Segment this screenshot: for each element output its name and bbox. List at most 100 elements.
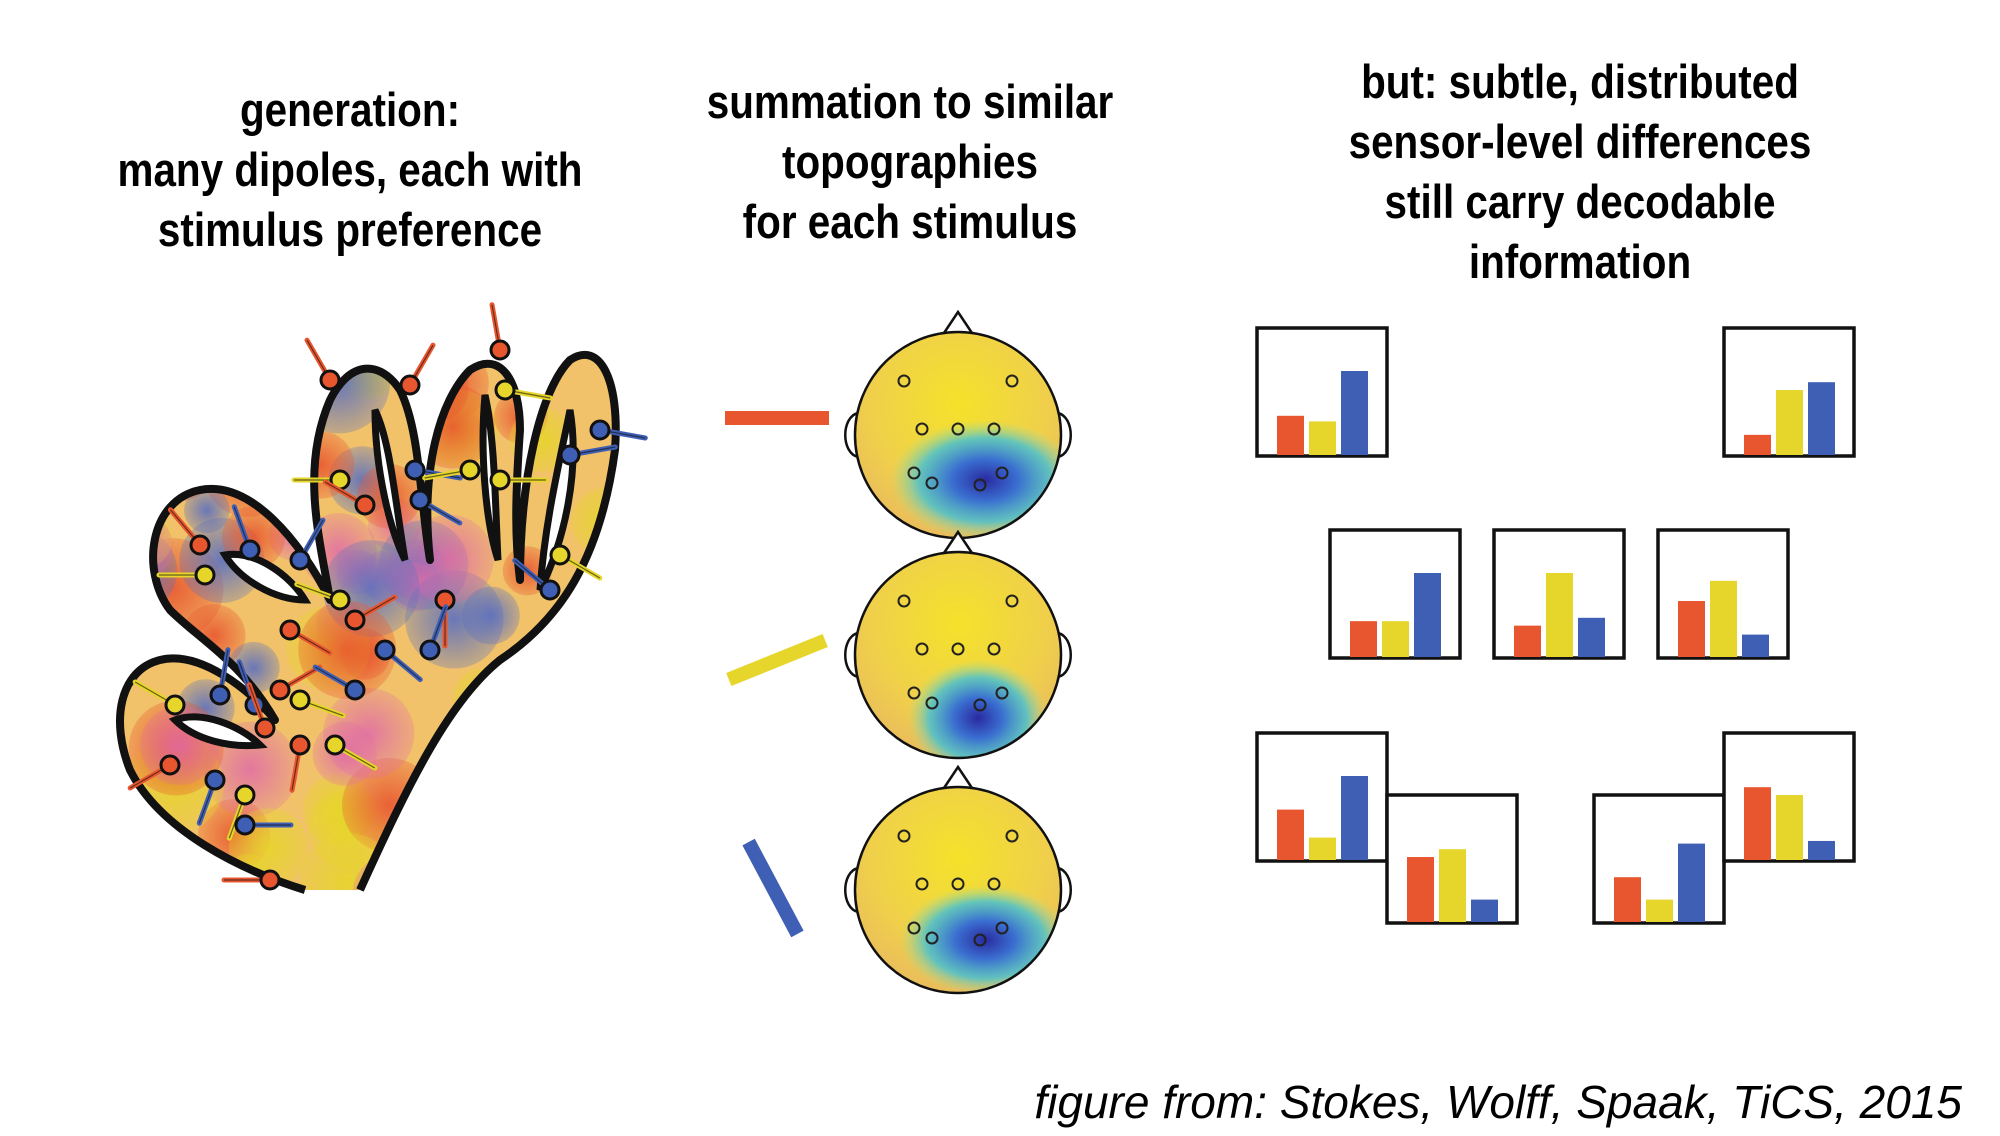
bar-red bbox=[1678, 601, 1705, 657]
bar-red bbox=[1514, 625, 1541, 657]
citation: figure from: Stokes, Wolff, Spaak, TiCS,… bbox=[1034, 1076, 1962, 1128]
bar-red bbox=[1744, 787, 1771, 860]
sensor-marker bbox=[915, 877, 929, 891]
cortex-blob bbox=[298, 600, 397, 699]
dipole-blue bbox=[512, 557, 561, 601]
nose-icon bbox=[940, 764, 976, 792]
heading-line: many dipoles, each with bbox=[117, 143, 583, 196]
sensor-marker bbox=[897, 829, 911, 843]
dipole-red bbox=[269, 664, 323, 701]
sensor-marker bbox=[915, 422, 929, 436]
bar-blue bbox=[1808, 840, 1835, 860]
bar-yellow bbox=[1309, 421, 1336, 455]
sensor-marker bbox=[925, 696, 939, 710]
dipole-yellow bbox=[156, 564, 216, 586]
bar-yellow bbox=[1546, 573, 1573, 657]
sensor-bar-chart bbox=[1592, 793, 1726, 925]
sensor-marker bbox=[973, 478, 987, 492]
sensor-bar-chart bbox=[1255, 326, 1389, 458]
sensor-marker bbox=[907, 686, 921, 700]
dipole-blue bbox=[374, 639, 423, 683]
bar-blue bbox=[1742, 634, 1769, 657]
sensor-marker bbox=[987, 877, 1001, 891]
bar-red bbox=[1350, 621, 1377, 657]
sensor-bar-chart bbox=[1255, 731, 1389, 863]
bar-yellow bbox=[1776, 795, 1803, 860]
bar-blue bbox=[1471, 899, 1498, 922]
heading-line: still carry decodable bbox=[1384, 175, 1776, 228]
cortex-sulcus bbox=[371, 408, 409, 562]
heading-line: but: subtle, distributed bbox=[1361, 55, 1799, 108]
dipole-blue bbox=[559, 444, 618, 466]
dipole-red bbox=[221, 869, 281, 891]
bar-red bbox=[1744, 434, 1771, 455]
sensor-bar-chart bbox=[1385, 793, 1519, 925]
dipole-red bbox=[246, 682, 276, 739]
cortex-blob bbox=[120, 383, 166, 470]
bar-red bbox=[1407, 857, 1434, 922]
cortex-blob bbox=[550, 633, 600, 683]
sensor-marker bbox=[995, 921, 1009, 935]
dipole-blue bbox=[289, 517, 326, 571]
sensor-marker bbox=[995, 466, 1009, 480]
heading-line: topographies bbox=[781, 135, 1039, 188]
heading-line: summation to similar bbox=[706, 75, 1114, 128]
bar-yellow bbox=[1439, 849, 1466, 922]
sensor-marker bbox=[951, 422, 965, 436]
sensor-marker bbox=[915, 642, 929, 656]
cortex-blob bbox=[537, 837, 605, 890]
cortex-blob bbox=[578, 649, 616, 714]
cortex-blob bbox=[585, 605, 616, 652]
dipole-yellow bbox=[422, 459, 481, 481]
dipole-red bbox=[489, 302, 511, 361]
sensor-marker bbox=[907, 466, 921, 480]
dipole-red bbox=[344, 594, 398, 631]
cortex-sulcus bbox=[168, 713, 268, 750]
heading-line: generation: bbox=[239, 83, 461, 136]
dipole-blue bbox=[234, 814, 294, 836]
heading-line: sensor-level differences bbox=[1348, 115, 1812, 168]
dipole-blue bbox=[409, 489, 463, 526]
dipole-blue bbox=[196, 769, 226, 826]
sensor-marker bbox=[973, 933, 987, 947]
bar-red bbox=[1614, 877, 1641, 922]
heading-generation: generation: many dipoles, each with stim… bbox=[83, 80, 616, 260]
sensor-marker bbox=[973, 698, 987, 712]
sensor-bar-chart bbox=[1656, 528, 1790, 660]
scalp-topography bbox=[844, 309, 1072, 540]
cortex-blob bbox=[163, 856, 234, 890]
sensor-marker bbox=[897, 374, 911, 388]
cortex-blob bbox=[547, 777, 616, 867]
bar-yellow bbox=[1776, 390, 1803, 455]
dipole-yellow bbox=[324, 734, 378, 771]
sensor-marker bbox=[1005, 829, 1019, 843]
heading-line: information bbox=[1468, 235, 1692, 288]
sensor-bar-chart bbox=[1328, 528, 1462, 660]
dipole-yellow bbox=[549, 544, 603, 581]
bar-blue bbox=[1678, 843, 1705, 922]
dipole-red bbox=[289, 734, 311, 793]
cortex-blob bbox=[184, 487, 230, 534]
sensor-marker bbox=[951, 877, 965, 891]
sensor-marker bbox=[1005, 374, 1019, 388]
bar-red bbox=[1277, 809, 1304, 860]
stimulus-bar-blue bbox=[742, 838, 804, 938]
bar-blue bbox=[1578, 617, 1605, 657]
scalp-topography bbox=[844, 529, 1072, 760]
bar-yellow bbox=[1382, 621, 1409, 657]
cortex-blob bbox=[258, 354, 306, 380]
sensor-marker bbox=[995, 686, 1009, 700]
dipole-yellow bbox=[132, 679, 186, 716]
sensor-marker bbox=[897, 594, 911, 608]
dipole-blue bbox=[404, 459, 463, 481]
dipole-blue bbox=[419, 604, 449, 661]
sensor-marker bbox=[907, 921, 921, 935]
dipole-blue bbox=[231, 504, 261, 561]
dipole-red bbox=[304, 337, 341, 391]
dipole-yellow bbox=[294, 581, 351, 611]
dipole-blue bbox=[589, 419, 648, 441]
sensor-bar-chart bbox=[1722, 326, 1856, 458]
dipole-yellow bbox=[289, 689, 346, 719]
dipole-red bbox=[322, 479, 376, 516]
sensor-marker bbox=[925, 931, 939, 945]
